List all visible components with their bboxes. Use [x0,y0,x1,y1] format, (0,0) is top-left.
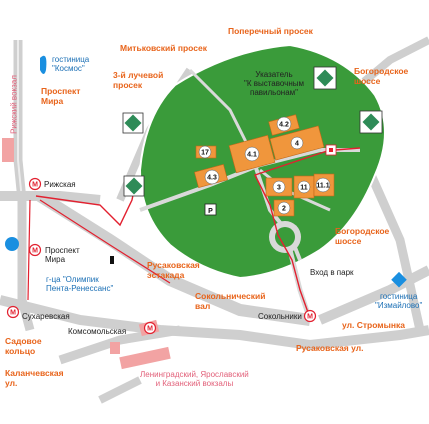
pavilion-number-17: 17 [198,145,212,159]
label-metro-rizhskaya: Рижская [44,180,76,189]
metro-icon-prospekt-mira: М [28,243,42,257]
pavilion-number-4-2: 4.2 [276,116,292,132]
label-sadovoe-koltso: Садовое кольцо [5,336,42,356]
svg-text:4: 4 [295,141,299,148]
label-poperechny-prosek: Поперечный просек [228,26,313,36]
metro-icon-sukharevskaya: М [6,305,20,319]
pavilion-number-2: 2 [277,201,291,215]
road-rusakovskaya-ul [0,295,429,351]
svg-text:М: М [32,182,38,189]
olympic-hotel-icon [5,237,19,251]
label-vokzaly: Ленинградский, Ярославский и Казанский в… [140,370,249,388]
label-metro-sokolniki: Сокольники [258,312,302,321]
road-rizhskaya-junction [0,191,101,205]
label-metro-prospekt-mira: Проспект Мира [45,246,80,264]
road-rusakovskaya-estakada [36,190,311,326]
svg-text:3: 3 [277,185,281,192]
vokzal-building-2 [119,346,171,370]
road-kalanchevskaya [58,325,181,365]
izmailovo-hotel-icon [391,271,407,288]
svg-text:М: М [147,326,153,333]
pavilion-number-4-1: 4.1 [244,146,260,162]
parking-icon: P [204,203,217,216]
label-kalanchevskaya: Каланчевская ул. [5,368,64,388]
pavilion-number-11: 11 [297,180,311,194]
svg-text:11: 11 [300,185,308,192]
svg-text:4.1: 4.1 [247,152,257,159]
label-prospekt-mira: Проспект Мира [41,86,81,106]
label-metro-sukharevskaya: Сухаревская [22,312,70,321]
svg-text:М: М [10,310,16,317]
pointer-sign-icon [313,66,337,90]
svg-text:17: 17 [201,150,209,157]
pavilion-number-4-3: 4.3 [204,169,220,185]
svg-text:2: 2 [282,206,286,213]
rizhsky-station-building [2,138,14,162]
label-3-luchevoy-prosek: 3-й лучевой просек [113,70,164,90]
pavilion-number-4: 4 [290,136,304,150]
kosmos-hotel-icon [40,55,47,74]
label-stromynka: ул. Стромынка [342,320,405,330]
label-kosmos-hotel: гостиница "Космос" [52,55,90,73]
pointer-sign-icon [123,175,145,197]
svg-text:4.3: 4.3 [207,175,217,182]
route-from-sokolniki [254,149,331,319]
label-metro-komsomolskaya: Комсомольская [68,327,127,336]
vokzal-building-3 [110,342,120,354]
label-park-entrance: Вход в парк [310,268,354,277]
pavilion-number-11-1: 11.1 [315,177,331,193]
label-sokolnichesky-val: Сокольнический вал [195,291,266,311]
label-rusakovskaya-ul: Русаковская ул. [296,343,364,353]
pointer-sign-icon [122,112,144,134]
road-to-sadovoe [17,200,35,332]
metro-icon-rizhskaya: М [28,177,42,191]
label-izmailovo-hotel: гостиница "Измайлово" [375,292,423,310]
svg-text:P: P [208,208,213,215]
road-stromynka [318,265,429,325]
label-olympic-hotel: г-ца "Олимпик Пента-Ренессанс" [46,275,114,293]
svg-text:4.2: 4.2 [279,122,289,129]
svg-text:М: М [32,248,38,255]
label-rizhsky-vokzal: Рижский вокзал [9,75,19,134]
park-entrance-marker [325,144,337,156]
label-rusakovskaya-estakada: Русаковская эстакада [147,260,200,280]
pavilion-number-3: 3 [272,180,286,194]
label-bogorodskoe-top: Богородское шоссе [354,66,409,86]
metro-icon-komsomolskaya: М [143,321,157,335]
pointer-sign-icon [359,110,383,134]
bus-stop-icon [110,256,114,264]
svg-text:М: М [307,314,313,321]
label-mitkovsky-prosek: Митьковский просек [120,43,207,53]
label-bogorodskoe-right: Богородское шоссе [335,226,390,246]
label-pavilion-sign: Указатель "К выставочным павильонам" [243,70,304,97]
svg-text:11.1: 11.1 [316,183,329,190]
metro-icon-sokolniki: М [303,309,317,323]
